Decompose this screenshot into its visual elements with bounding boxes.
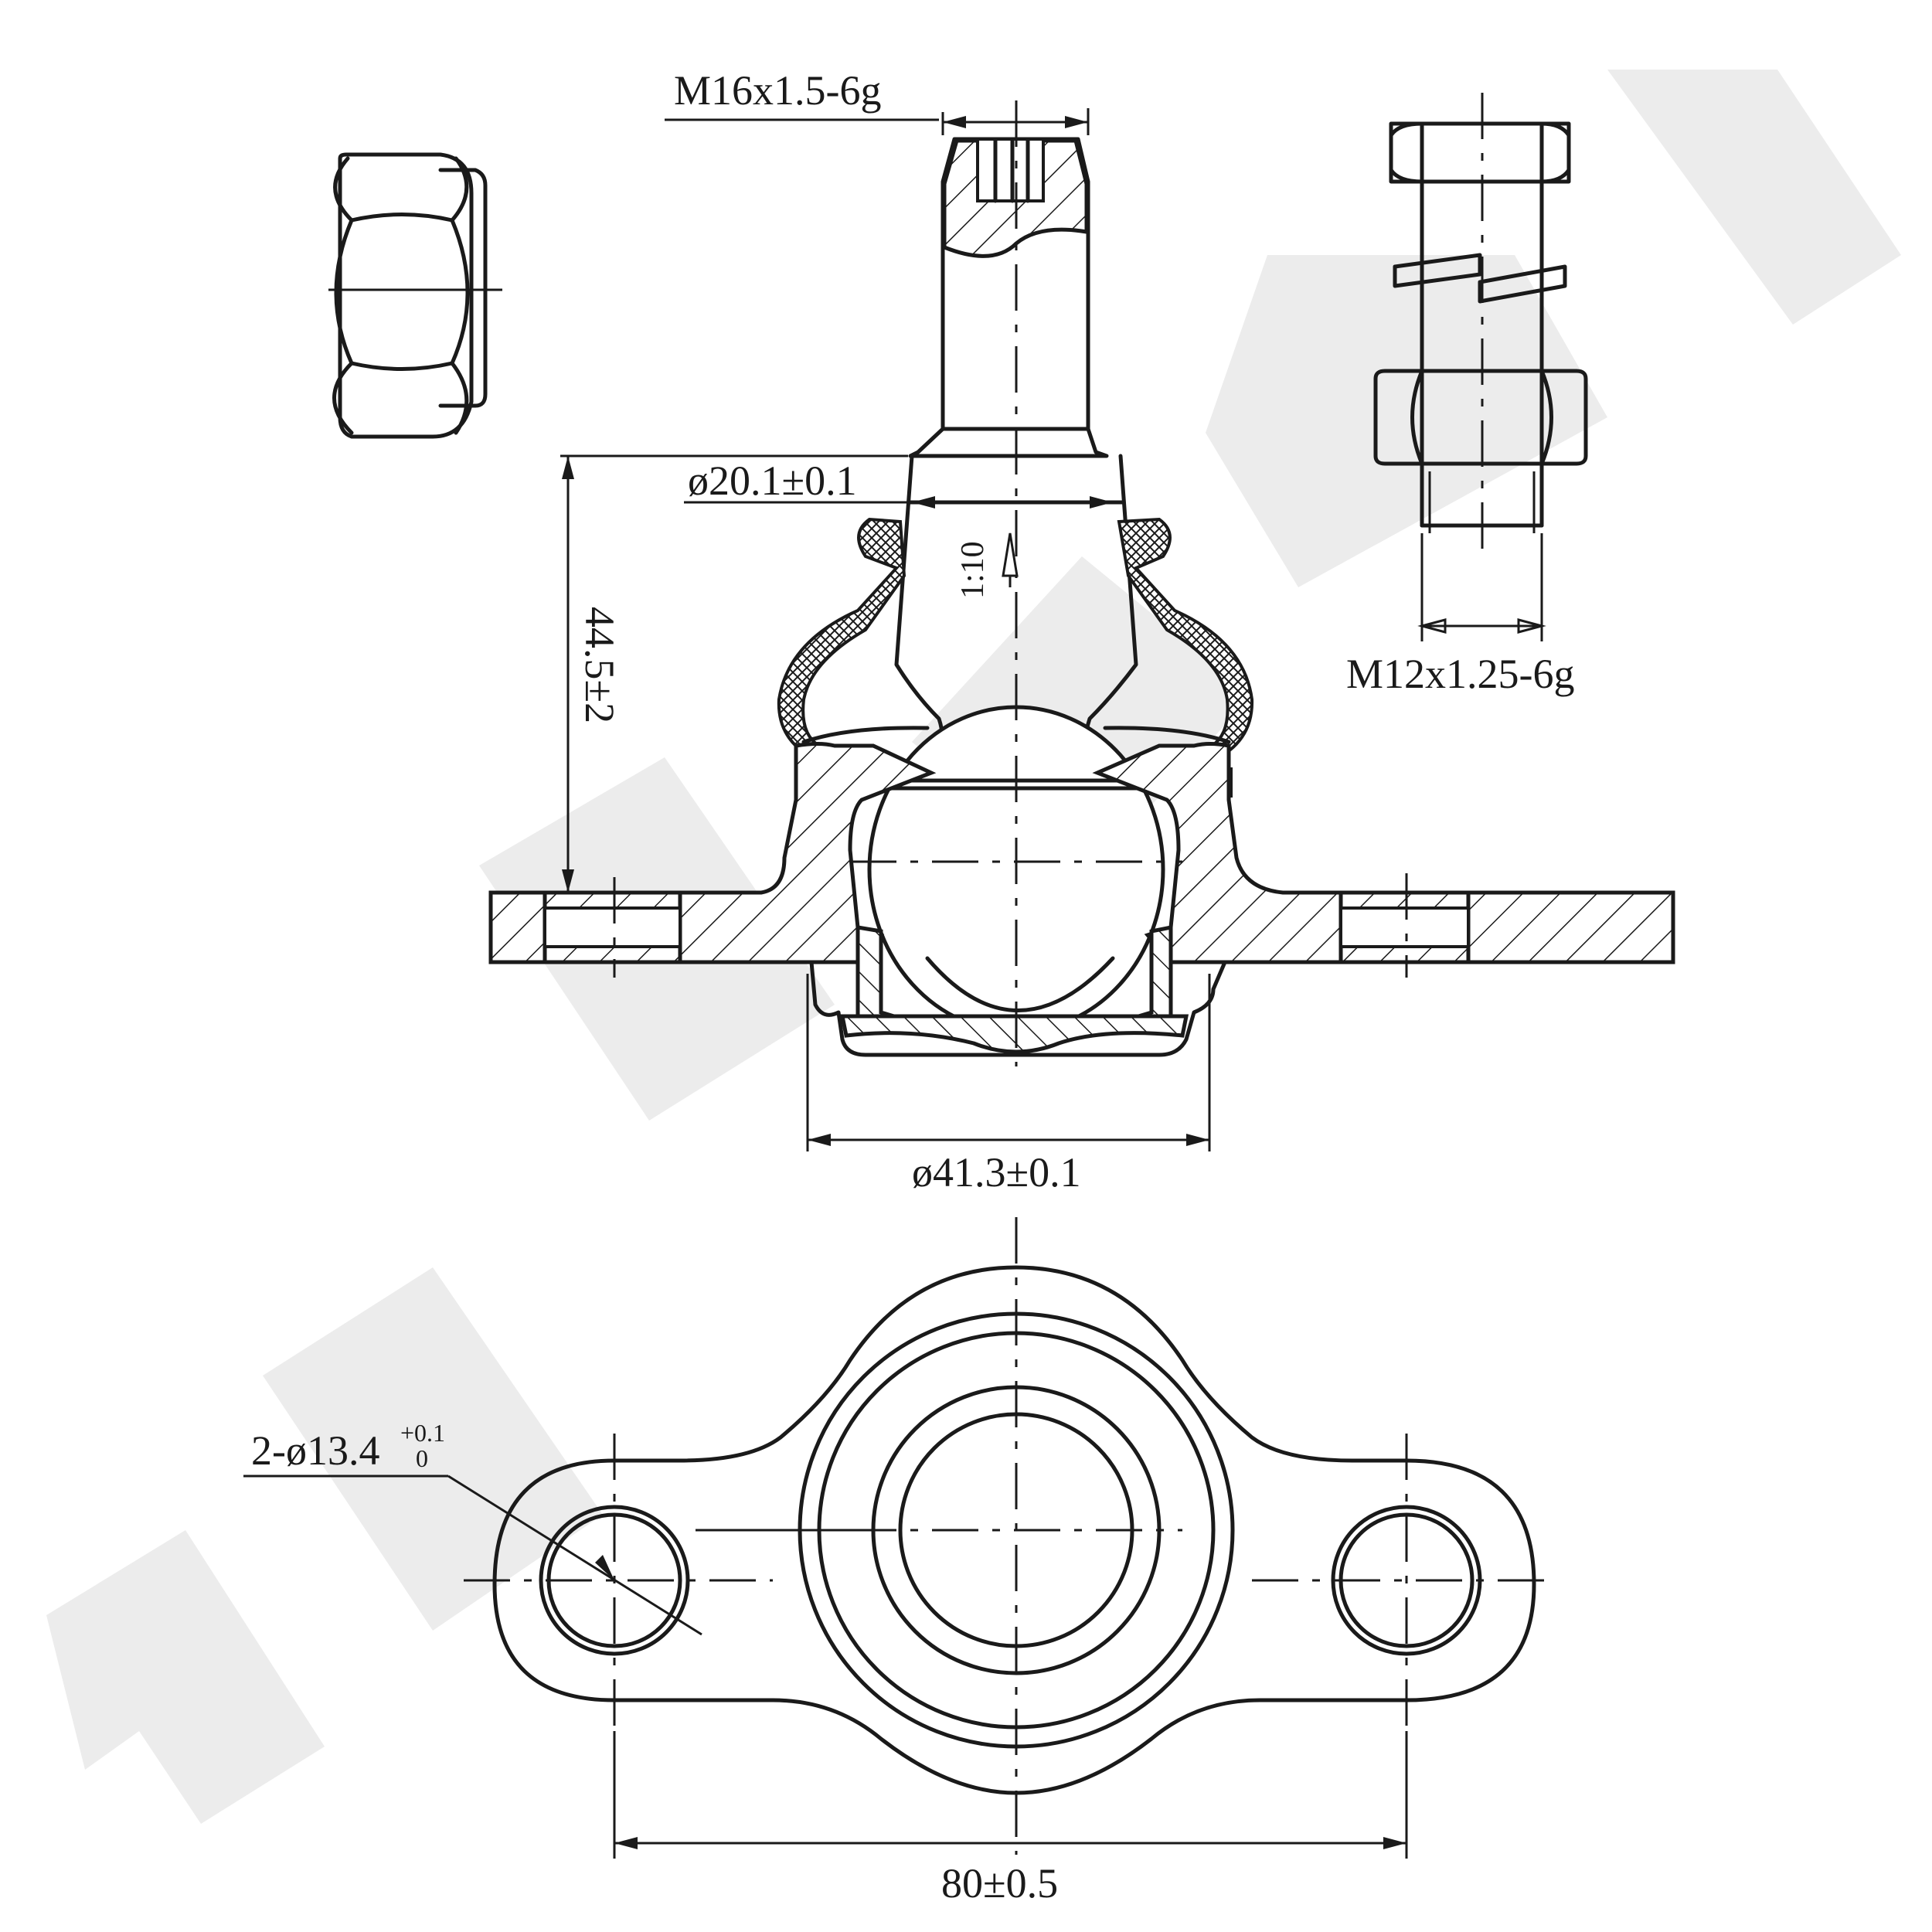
hole-spacing-label: 80±0.5 bbox=[941, 1860, 1058, 1906]
stud-thread-label: M16x1.5-6g bbox=[674, 67, 882, 114]
nut-side-view bbox=[328, 152, 502, 439]
taper-diameter-dimension bbox=[684, 496, 1113, 509]
hole-tolerance-lower: 0 bbox=[416, 1444, 428, 1472]
hole-tolerance-upper: +0.1 bbox=[400, 1419, 445, 1447]
taper-arrow bbox=[1002, 532, 1019, 587]
taper-ratio-label: 1:10 bbox=[955, 541, 991, 599]
hole-spec-label: 2-ø13.4 bbox=[251, 1427, 379, 1474]
stud-thread-dimension bbox=[665, 108, 1090, 135]
hole-leader bbox=[243, 1475, 702, 1636]
housing-diameter-dimension bbox=[806, 974, 1211, 1151]
hole-spacing-dimension bbox=[613, 1731, 1408, 1859]
housing-diameter-label: ø41.3±0.1 bbox=[912, 1149, 1081, 1196]
height-label: 44.5±2 bbox=[577, 607, 623, 723]
height-dimension bbox=[560, 454, 908, 893]
bolt-thread-label: M12x1.25-6g bbox=[1346, 651, 1575, 697]
bolt-assembly-view bbox=[1373, 93, 1588, 641]
taper-diameter-label: ø20.1±0.1 bbox=[688, 457, 857, 504]
flange-plan-view bbox=[464, 1217, 1557, 1855]
housing-section bbox=[488, 742, 1675, 1057]
